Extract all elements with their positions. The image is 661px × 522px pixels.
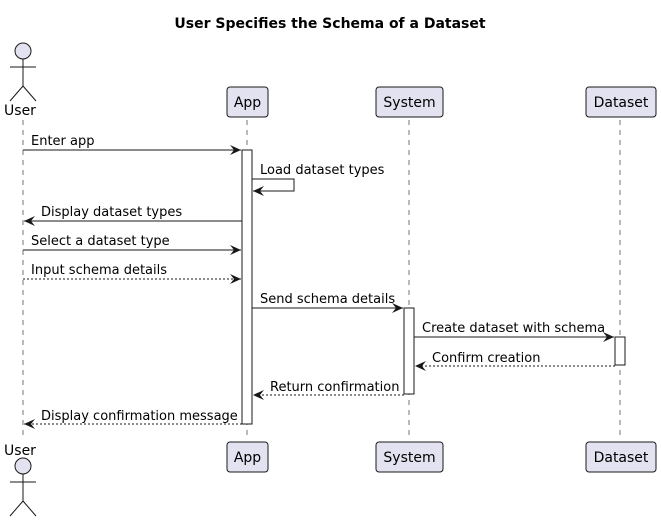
message-label-create-dataset: Create dataset with schema: [422, 321, 605, 336]
message-arrow-load-dataset-types: [252, 178, 295, 196]
participant-label-system-bottom: System: [383, 450, 435, 466]
message-label-display-confirmation: Display confirmation message: [41, 409, 238, 424]
participant-label-user-bottom: User: [4, 443, 36, 459]
message-label-send-schema-details: Send schema details: [260, 292, 395, 307]
activation-app: [241, 149, 253, 425]
participant-system-top: System: [375, 86, 444, 118]
participant-label-dataset-bottom: Dataset: [594, 450, 649, 466]
participant-app-bottom: App: [226, 441, 269, 473]
actor-user-top: User: [4, 42, 37, 119]
participant-label-system-top: System: [383, 95, 435, 111]
message-label-enter-app: Enter app: [31, 134, 95, 149]
actor-head-icon: [14, 42, 32, 60]
message-label-select-dataset-type: Select a dataset type: [31, 234, 170, 249]
participant-label-app-bottom: App: [234, 450, 261, 466]
activation-dataset: [614, 336, 626, 366]
message-label-display-dataset-types: Display dataset types: [41, 205, 182, 220]
message-label-confirm-creation: Confirm creation: [432, 351, 540, 366]
actor-head-icon: [14, 457, 32, 475]
participant-label-user-top: User: [4, 103, 36, 119]
participant-app-top: App: [226, 86, 269, 118]
actor-user-bottom: User: [4, 443, 37, 517]
participant-system-bottom: System: [375, 441, 444, 473]
messages: Enter app Load dataset types Display dat…: [23, 134, 615, 429]
message-label-load-dataset-types: Load dataset types: [260, 163, 385, 178]
participant-label-dataset-top: Dataset: [594, 95, 649, 111]
activation-system: [403, 307, 415, 395]
message-label-return-confirmation: Return confirmation: [270, 380, 399, 395]
participant-dataset-bottom: Dataset: [585, 441, 657, 473]
diagram-title: User Specifies the Schema of a Dataset: [174, 16, 485, 32]
participant-label-app-top: App: [234, 95, 261, 111]
message-label-input-schema-details: Input schema details: [31, 263, 167, 278]
participant-dataset-top: Dataset: [585, 86, 657, 118]
